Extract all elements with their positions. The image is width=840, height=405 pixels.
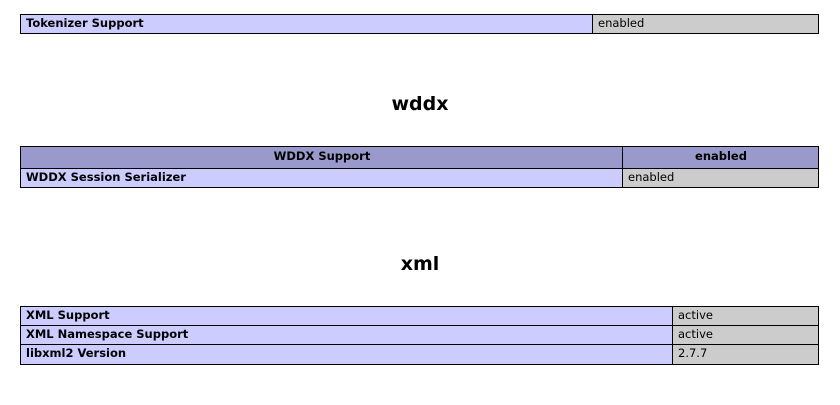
section-heading-xml: xml	[400, 253, 440, 275]
xml-namespace-support-label: XML Namespace Support	[20, 325, 673, 346]
table-row: Tokenizer Support enabled	[20, 13, 819, 35]
wddx-table: WDDX Support enabled WDDX Session Serial…	[20, 146, 819, 189]
xml-support-value: active	[672, 305, 819, 327]
table-row: XML Support active	[20, 305, 819, 327]
wddx-support-label: WDDX Support	[20, 146, 623, 169]
table-header-row: WDDX Support enabled	[20, 146, 819, 169]
xml-support-label: XML Support	[20, 305, 673, 327]
wddx-session-serializer-label: WDDX Session Serializer	[20, 167, 623, 189]
wddx-support-value: enabled	[622, 146, 819, 169]
tokenizer-support-label: Tokenizer Support	[20, 13, 593, 35]
libxml2-version-label: libxml2 Version	[20, 344, 673, 365]
tokenizer-support-value: enabled	[592, 13, 819, 35]
tokenizer-table: Tokenizer Support enabled	[20, 13, 819, 35]
table-row: WDDX Session Serializer enabled	[20, 167, 819, 189]
section-heading-wddx: wddx	[391, 93, 449, 115]
xml-namespace-support-value: active	[672, 325, 819, 346]
wddx-session-serializer-value: enabled	[622, 167, 819, 189]
table-row: XML Namespace Support active	[20, 325, 819, 346]
table-row: libxml2 Version 2.7.7	[20, 344, 819, 365]
libxml2-version-value: 2.7.7	[672, 344, 819, 365]
xml-table: XML Support active XML Namespace Support…	[20, 305, 819, 365]
